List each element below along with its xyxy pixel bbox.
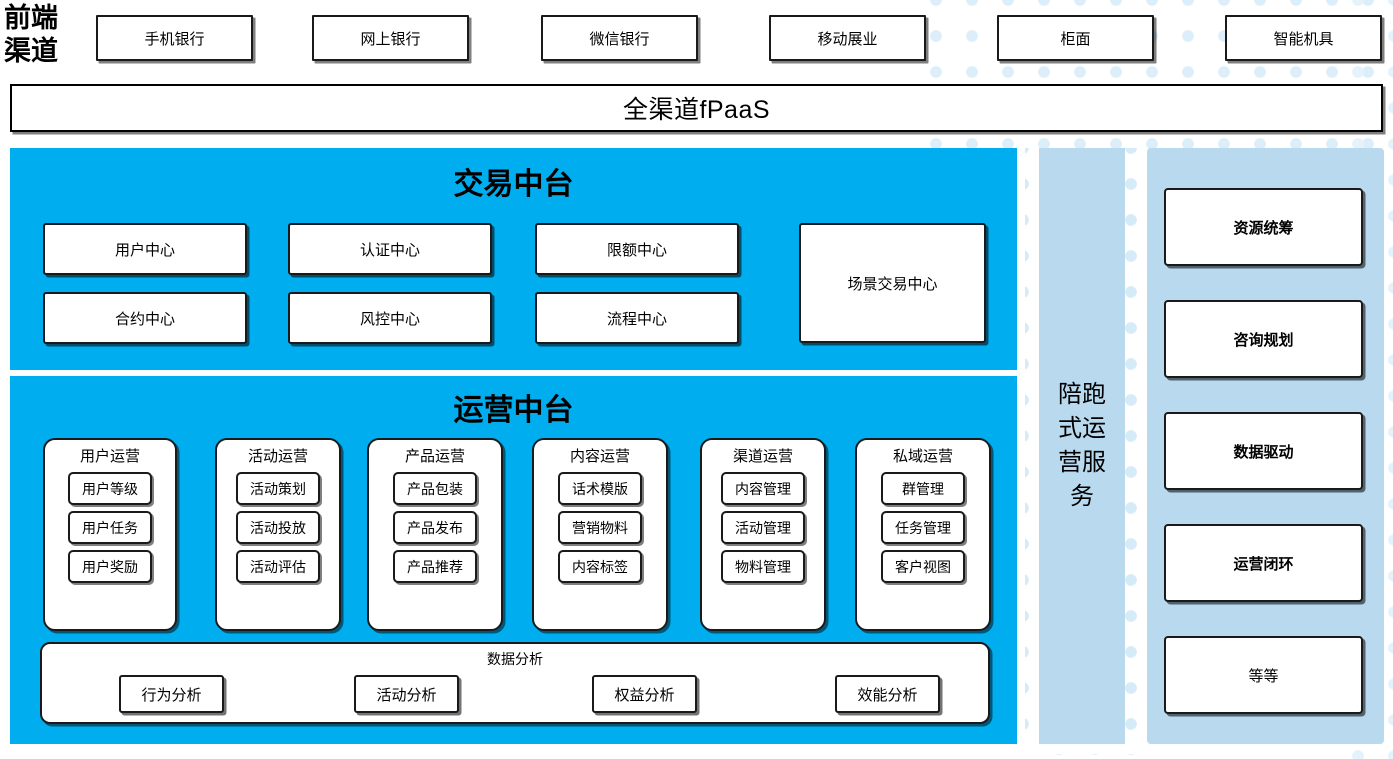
channel-box[interactable]: 智能机具 [1225,15,1382,61]
ops-group: 渠道运营内容管理活动管理物料管理 [700,438,826,631]
ops-group-item[interactable]: 产品包装 [393,472,477,505]
ops-group-item[interactable]: 活动策划 [236,472,320,505]
ops-group: 内容运营话术模版营销物料内容标签 [532,438,668,631]
ops-group-title: 内容运营 [569,448,630,465]
ops-group-item[interactable]: 用户等级 [68,472,152,505]
scene-trade-center-box[interactable]: 场景交易中心 [799,223,986,343]
trade-center-box[interactable]: 限额中心 [535,223,739,275]
ops-group-item[interactable]: 营销物料 [558,511,642,544]
ops-group-item[interactable]: 内容标签 [558,550,642,583]
ops-group-title: 产品运营 [404,448,465,465]
data-analytics-item[interactable]: 权益分析 [592,675,697,713]
frontend-channel-row: 前端渠道 手机银行 网上银行 微信银行 移动展业 柜面 智能机具 [0,0,1393,76]
ops-platform-title: 运营中台 [453,394,574,427]
trade-center-box[interactable]: 合约中心 [43,292,247,344]
trade-center-box[interactable]: 用户中心 [43,223,247,275]
trade-center-box[interactable]: 风控中心 [288,292,492,344]
capability-box[interactable]: 数据驱动 [1164,412,1363,490]
ops-group: 用户运营用户等级用户任务用户奖励 [43,438,177,631]
ops-group-title: 私域运营 [892,448,953,465]
data-analytics-item[interactable]: 行为分析 [119,675,224,713]
ops-group-item[interactable]: 物料管理 [721,550,805,583]
ops-group-item[interactable]: 用户任务 [68,511,152,544]
ops-group-title: 用户运营 [79,448,140,465]
ops-group: 活动运营活动策划活动投放活动评估 [215,438,341,631]
ops-group-item[interactable]: 任务管理 [881,511,965,544]
capability-box[interactable]: 资源统筹 [1164,188,1363,266]
ops-group-item[interactable]: 用户奖励 [68,550,152,583]
ops-group: 产品运营产品包装产品发布产品推荐 [367,438,503,631]
ops-group-item[interactable]: 产品发布 [393,511,477,544]
ops-group-item[interactable]: 话术模版 [558,472,642,505]
data-analytics-box: 数据分析 行为分析 活动分析 权益分析 效能分析 [40,642,990,724]
capability-box[interactable]: 咨询规划 [1164,300,1363,378]
capability-box[interactable]: 运营闭环 [1164,524,1363,602]
frontend-channel-label: 前端渠道 [4,3,58,66]
trade-center-box[interactable]: 认证中心 [288,223,492,275]
ops-group-item[interactable]: 产品推荐 [393,550,477,583]
omnichannel-fpaas-bar: 全渠道fPaaS [10,84,1383,132]
trade-center-box[interactable]: 流程中心 [535,292,739,344]
ops-platform-panel: 运营中台 用户运营用户等级用户任务用户奖励活动运营活动策划活动投放活动评估产品运… [10,376,1017,744]
ops-group-item[interactable]: 内容管理 [721,472,805,505]
trade-platform-title: 交易中台 [453,168,574,201]
data-analytics-item[interactable]: 效能分析 [835,675,940,713]
ops-group-item[interactable]: 活动管理 [721,511,805,544]
accompany-service-label: 陪跑式运营服务 [1058,381,1106,510]
ops-group-item[interactable]: 客户视图 [881,550,965,583]
ops-group: 私域运营群管理任务管理客户视图 [855,438,991,631]
trade-platform-panel: 交易中台 用户中心认证中心限额中心合约中心风控中心流程中心 场景交易中心 [10,148,1017,370]
channel-box[interactable]: 柜面 [997,15,1154,61]
ops-group-item[interactable]: 活动投放 [236,511,320,544]
channel-box[interactable]: 微信银行 [541,15,698,61]
ops-group-title: 渠道运营 [732,448,793,465]
accompany-service-column: 陪跑式运营服务 [1039,148,1125,744]
right-capability-column: 资源统筹咨询规划数据驱动运营闭环等等 [1147,148,1384,744]
channel-box[interactable]: 手机银行 [96,15,253,61]
ops-group-title: 活动运营 [247,448,308,465]
ops-group-item[interactable]: 活动评估 [236,550,320,583]
ops-group-item[interactable]: 群管理 [881,472,965,505]
data-analytics-item[interactable]: 活动分析 [354,675,459,713]
capability-box[interactable]: 等等 [1164,636,1363,714]
channel-box[interactable]: 网上银行 [312,15,469,61]
data-analytics-title: 数据分析 [487,651,543,667]
channel-box[interactable]: 移动展业 [769,15,926,61]
